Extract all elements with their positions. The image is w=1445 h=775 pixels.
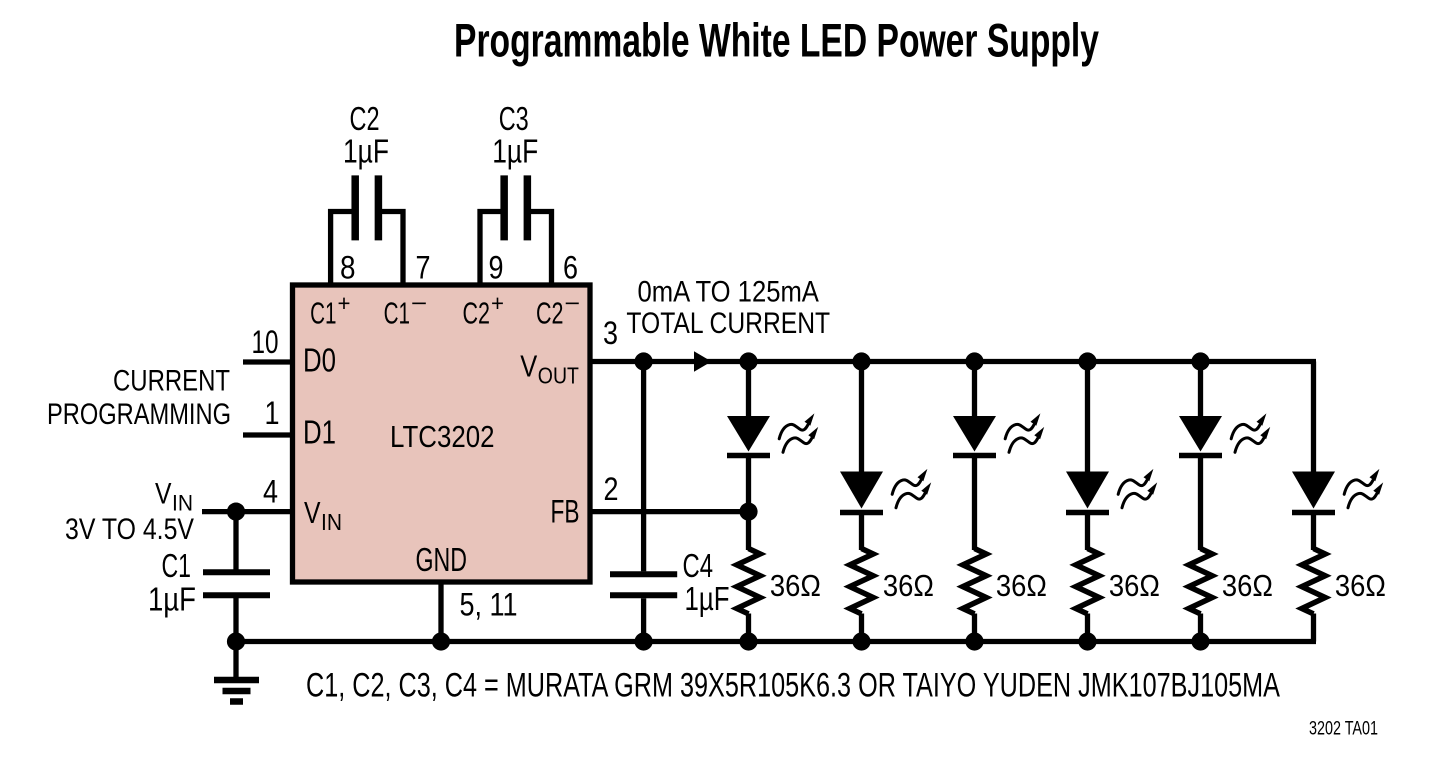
- svg-text:7: 7: [416, 250, 431, 286]
- svg-text:FB: FB: [551, 493, 580, 529]
- svg-text:36Ω: 36Ω: [1335, 568, 1386, 603]
- svg-text:C1, C2, C3, C4 = MURATA GRM 39: C1, C2, C3, C4 = MURATA GRM 39X5R105K6.3…: [306, 667, 1280, 705]
- svg-text:8: 8: [340, 250, 356, 286]
- svg-text:36Ω: 36Ω: [883, 568, 934, 603]
- svg-text:PROGRAMMING: PROGRAMMING: [47, 398, 231, 431]
- svg-text:D0: D0: [303, 342, 336, 379]
- svg-text:4: 4: [263, 474, 278, 510]
- svg-text:V: V: [520, 349, 537, 384]
- svg-text:5, 11: 5, 11: [460, 587, 518, 623]
- svg-text:C1: C1: [384, 296, 410, 331]
- svg-text:1µF: 1µF: [685, 581, 730, 618]
- svg-text:6: 6: [563, 250, 578, 286]
- svg-text:36Ω: 36Ω: [1222, 568, 1273, 603]
- svg-text:36Ω: 36Ω: [996, 568, 1047, 603]
- svg-text:2: 2: [604, 471, 619, 507]
- svg-text:C1: C1: [162, 548, 192, 585]
- svg-text:GND: GND: [416, 541, 468, 578]
- svg-text:9: 9: [489, 250, 504, 286]
- svg-text:1µF: 1µF: [343, 133, 389, 170]
- svg-text:C2: C2: [463, 296, 491, 331]
- svg-text:−: −: [565, 290, 581, 316]
- svg-text:10: 10: [252, 324, 279, 360]
- svg-text:0mA TO 125mA: 0mA TO 125mA: [638, 276, 819, 309]
- svg-text:IN: IN: [172, 490, 193, 515]
- svg-text:D1: D1: [303, 414, 336, 451]
- svg-text:3V TO 4.5V: 3V TO 4.5V: [65, 513, 194, 546]
- svg-text:Programmable White LED Power S: Programmable White LED Power Supply: [454, 14, 1099, 67]
- svg-text:TOTAL CURRENT: TOTAL CURRENT: [626, 307, 830, 340]
- svg-text:C2: C2: [536, 296, 564, 331]
- svg-text:OUT: OUT: [538, 362, 579, 388]
- svg-text:IN: IN: [321, 509, 342, 535]
- svg-text:1µF: 1µF: [148, 581, 196, 618]
- svg-text:1µF: 1µF: [492, 133, 538, 170]
- svg-text:C1: C1: [310, 296, 336, 331]
- svg-text:V: V: [155, 478, 172, 511]
- svg-text:36Ω: 36Ω: [770, 568, 821, 603]
- svg-text:V: V: [304, 495, 321, 530]
- svg-text:3: 3: [603, 315, 618, 351]
- svg-text:C3: C3: [499, 101, 529, 138]
- svg-text:36Ω: 36Ω: [1109, 568, 1160, 603]
- svg-text:1: 1: [265, 395, 280, 431]
- svg-text:3202 TA01: 3202 TA01: [1309, 719, 1378, 740]
- svg-text:+: +: [338, 290, 351, 316]
- svg-text:CURRENT: CURRENT: [113, 365, 230, 398]
- svg-text:C2: C2: [350, 101, 380, 138]
- svg-text:+: +: [491, 290, 504, 316]
- svg-text:−: −: [411, 290, 427, 316]
- svg-text:C4: C4: [683, 548, 714, 585]
- svg-text:LTC3202: LTC3202: [390, 419, 495, 454]
